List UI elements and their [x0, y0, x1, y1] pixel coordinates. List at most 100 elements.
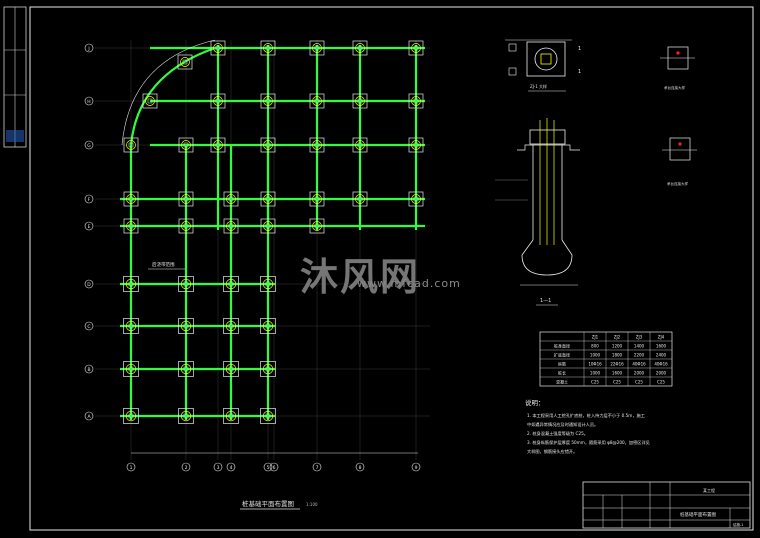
curved-grade-beam — [129, 46, 216, 146]
pile-circle — [262, 320, 274, 332]
row-axis-bubble — [84, 279, 94, 289]
col-axis-bubble — [181, 462, 191, 472]
pile-circle — [225, 278, 237, 290]
table-cell: 桩身直径 — [554, 342, 570, 348]
pile-circle — [125, 320, 137, 332]
plan-overlays: 后浇带范围 — [148, 261, 185, 270]
pile-circle — [355, 140, 365, 150]
pile-cap — [210, 137, 226, 153]
pile-circle — [263, 43, 273, 53]
note-line: 3. 桩身纵筋保护层厚度 50mm，箍筋采用 φ8@200，加密区详见 — [527, 439, 650, 446]
row-axis-bubble — [84, 321, 94, 331]
pile-cap — [223, 408, 239, 424]
pile-circle — [180, 363, 192, 375]
note-line: 中如遇异常情况应及时通知设计人员。 — [527, 421, 598, 428]
title-block: 某工程 桩基础平面布置图 结施-1 — [582, 481, 751, 529]
pile-circle — [263, 96, 273, 106]
col-axis-bubble — [226, 462, 236, 472]
pile-cap — [177, 54, 193, 70]
row-axis-bubble — [84, 221, 94, 231]
pile-cap — [223, 191, 239, 207]
pile-circle — [226, 221, 236, 231]
svg-text:承台连接大样: 承台连接大样 — [664, 85, 685, 90]
pile-cap — [309, 218, 325, 234]
pile-cap — [178, 218, 194, 234]
notes-title: 说明： — [525, 398, 545, 407]
table-cell: 2000 — [656, 370, 667, 375]
pile-cap — [260, 218, 276, 234]
table-cell: 1200 — [612, 343, 623, 348]
table-cell: 纵筋 — [558, 360, 566, 366]
pile-circle — [180, 410, 192, 422]
col-axis-label: 5 — [267, 465, 270, 471]
pile-circle — [262, 410, 274, 422]
row-axis-bubble — [84, 194, 94, 204]
plan-title: 桩基础平面布置图 — [242, 499, 294, 508]
row-axis-bubble — [84, 43, 94, 53]
pile-circle — [181, 140, 191, 150]
pile-circle — [411, 43, 421, 53]
table-header-cell: ZJ2 — [614, 334, 621, 339]
pile-cap — [260, 40, 276, 56]
pile-circle — [126, 194, 136, 204]
pile-cap — [260, 93, 276, 109]
svg-text:承台连接大样: 承台连接大样 — [667, 181, 688, 186]
pile-circle — [180, 320, 192, 332]
pile-cap — [123, 276, 139, 292]
pile-cap — [123, 191, 139, 207]
table-cell: 桩长 — [558, 369, 566, 375]
pile-cap — [260, 361, 276, 377]
pile-circle — [312, 194, 322, 204]
pile-cap — [408, 191, 424, 207]
pile-cap — [309, 191, 325, 207]
row-axis-label: E — [88, 224, 91, 230]
col-axis-bubble — [411, 462, 421, 472]
pile-cap — [223, 361, 239, 377]
pile-cap — [352, 191, 368, 207]
pile-cap — [178, 318, 194, 334]
pile-circle — [225, 410, 237, 422]
col-axis-bubble — [355, 462, 365, 472]
pile-circle — [411, 194, 421, 204]
pile-circle — [225, 320, 237, 332]
table-header-cell: ZJ3 — [636, 334, 643, 339]
pile-circle — [355, 194, 365, 204]
project-name: 某工程 — [703, 487, 715, 493]
connection-detail-top: 承台连接大样 — [660, 46, 695, 90]
pile-cap — [309, 93, 325, 109]
pile-cap — [123, 218, 139, 234]
row-axis-label: A — [87, 414, 91, 420]
row-axis-label: F — [88, 197, 91, 203]
pile-circle — [263, 221, 273, 231]
table-header-cell: ZJ4 — [658, 334, 665, 339]
col-axis-label: 8 — [359, 465, 362, 471]
svg-text:1: 1 — [578, 69, 581, 75]
col-axis-label: 7 — [316, 465, 319, 471]
note-line: 2. 桩身混凝土强度等级为 C25。 — [527, 430, 588, 437]
row-axis-bubble — [84, 364, 94, 374]
pile-section-1-1: 1—1 — [495, 118, 580, 306]
col-axis-label: 3 — [217, 465, 220, 471]
pile-cap — [260, 318, 276, 334]
table-cell: 1400 — [634, 343, 645, 348]
drawing-name: 桩基础平面布置图 — [680, 511, 716, 518]
pile-circle — [213, 96, 223, 106]
pile-detail-label: ZJ-1 大样 — [530, 83, 547, 89]
pile-cap — [260, 191, 276, 207]
pile-circle — [263, 194, 273, 204]
pile-circle — [263, 140, 273, 150]
note-line: 大样图，钢筋接头应错开。 — [527, 448, 577, 455]
table-cell: 扩底直径 — [554, 351, 570, 357]
table-cell: 40Φ16 — [632, 361, 646, 366]
table-cell: 混凝土 — [556, 378, 568, 384]
pile-cap — [210, 40, 226, 56]
row-axis-bubble — [84, 411, 94, 421]
row-axis-label: B — [87, 367, 90, 373]
pile-cap — [178, 137, 194, 153]
pile-cap — [178, 191, 194, 207]
pile-cap — [408, 93, 424, 109]
pile-circle — [181, 221, 191, 231]
